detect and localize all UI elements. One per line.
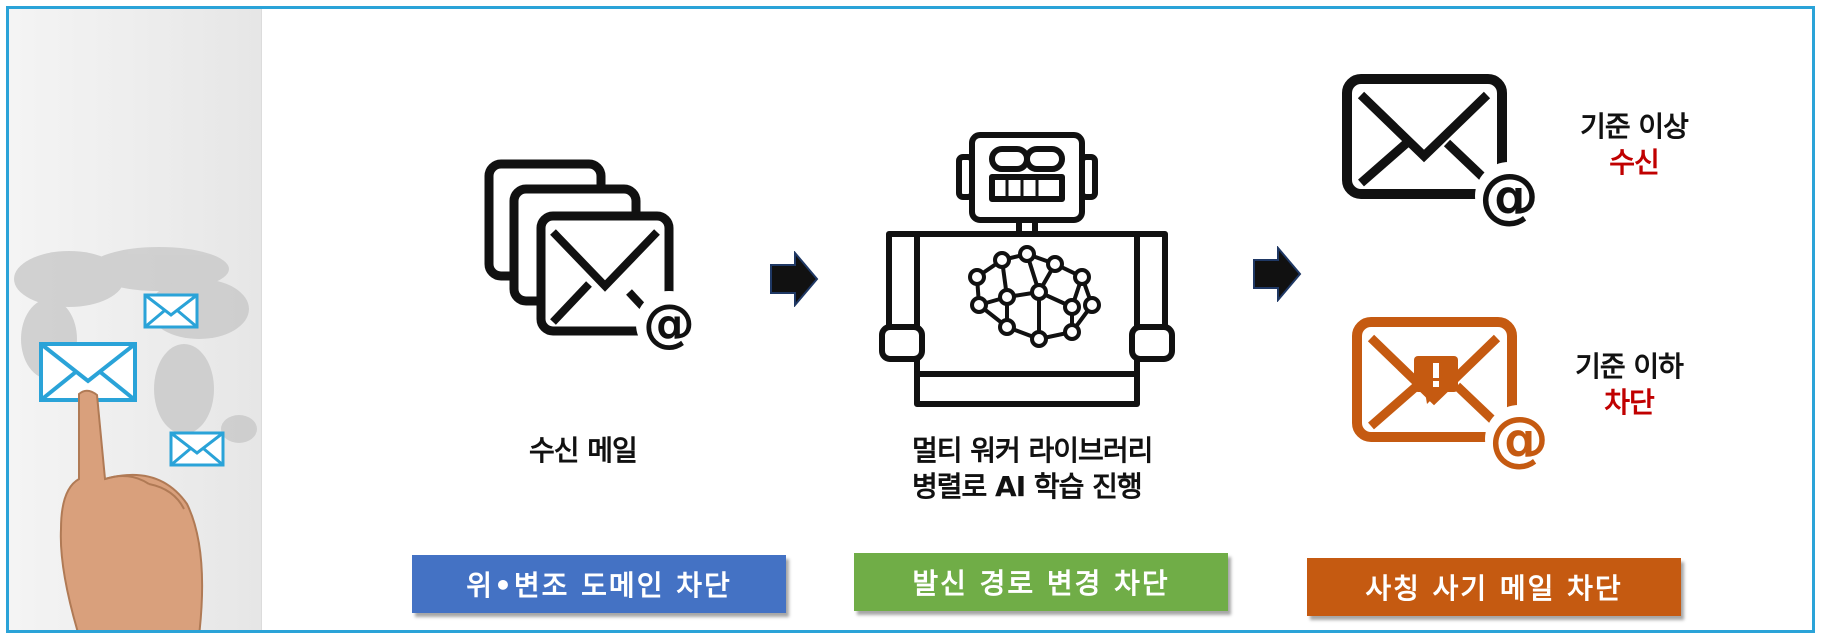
diagram-frame: @ [6, 6, 1815, 633]
ai-learning-line2: 병렬로 AI 학습 진행 [912, 470, 1143, 504]
side-panel [9, 9, 262, 630]
envelope-small-icon [143, 293, 199, 329]
svg-text:@: @ [1479, 161, 1539, 231]
arrow-right-icon [1253, 246, 1302, 302]
mail-blocked-icon: @ [1352, 317, 1553, 474]
ai-learning-line1: 멀티 워커 라이브러리 [912, 434, 1153, 467]
forged-domain-block-button: 위•변조 도메인 차단 [412, 555, 786, 613]
result-above-line1: 기준 이상 [1580, 110, 1689, 143]
incoming-mail-label: 수신 메일 [529, 434, 638, 467]
route-change-block-button: 발신 경로 변경 차단 [854, 553, 1228, 611]
svg-text:@: @ [643, 294, 695, 354]
ai-learning-label: 멀티 워커 라이브러리 병렬로 AI 학습 진행 [912, 433, 1153, 506]
ai-robot-icon [879, 132, 1175, 407]
result-below-line1: 기준 이하 [1575, 350, 1684, 383]
envelope-small-icon [169, 431, 225, 467]
mail-accepted-icon: @ [1342, 74, 1543, 231]
pointing-hand-icon [59, 389, 204, 630]
svg-text:@: @ [1489, 404, 1549, 474]
result-below-label: 기준 이하 차단 [1569, 349, 1689, 422]
email-world-illustration [14, 247, 257, 630]
arrow-right-icon [770, 251, 819, 307]
warning-bubble-icon [1414, 356, 1458, 404]
result-above-label: 기준 이상 수신 [1574, 109, 1694, 182]
impersonation-block-button: 사칭 사기 메일 차단 [1307, 558, 1681, 616]
result-above-line2: 수신 [1609, 146, 1660, 180]
result-below-line2: 차단 [1604, 386, 1655, 420]
stacked-mail-icon: @ [484, 159, 702, 357]
